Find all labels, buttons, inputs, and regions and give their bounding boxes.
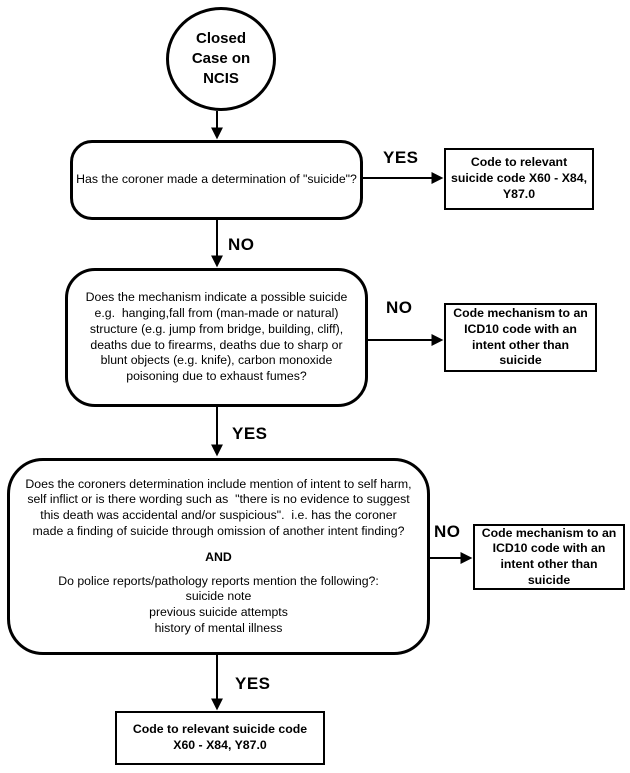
- decision3-coroner-intent-and-reports: Does the coroners determination include …: [7, 458, 430, 655]
- outcome1-code-suicide: Code to relevant suicide code X60 - X84,…: [444, 148, 594, 210]
- decision1-text: Has the coroner made a determination of …: [76, 172, 357, 187]
- decision3-text-part1: Does the coroners determination include …: [25, 476, 412, 538]
- edge-label-yes2: YES: [232, 424, 268, 444]
- outcome2-code-other-intent: Code mechanism to an ICD10 code with an …: [444, 303, 597, 372]
- outcome2-text: Code mechanism to an ICD10 code with an …: [453, 306, 588, 368]
- outcome1-text: Code to relevant suicide code X60 - X84,…: [450, 155, 587, 201]
- edge-label-yes1: YES: [383, 148, 419, 168]
- edge-label-yes3: YES: [235, 674, 271, 694]
- start-node-label: Closed Case on NCIS: [191, 29, 251, 88]
- decision2-mechanism-possible-suicide: Does the mechanism indicate a possible s…: [65, 268, 368, 407]
- edge-label-no2: NO: [386, 298, 413, 318]
- decision3-text-part2: Do police reports/pathology reports ment…: [58, 573, 379, 635]
- final-outcome-text: Code to relevant suicide code X60 - X84,…: [132, 722, 308, 752]
- start-node-closed-case: Closed Case on NCIS: [166, 7, 276, 111]
- outcome3-code-other-intent: Code mechanism to an ICD10 code with an …: [473, 524, 625, 590]
- edge-label-no3: NO: [434, 522, 461, 542]
- final-outcome-code-suicide: Code to relevant suicide code X60 - X84,…: [115, 711, 325, 765]
- decision1-coroner-determination: Has the coroner made a determination of …: [70, 140, 363, 220]
- edge-label-no1: NO: [228, 235, 255, 255]
- decision2-text: Does the mechanism indicate a possible s…: [85, 290, 348, 383]
- outcome3-text: Code mechanism to an ICD10 code with an …: [481, 525, 617, 587]
- decision3-and-label: AND: [205, 549, 232, 564]
